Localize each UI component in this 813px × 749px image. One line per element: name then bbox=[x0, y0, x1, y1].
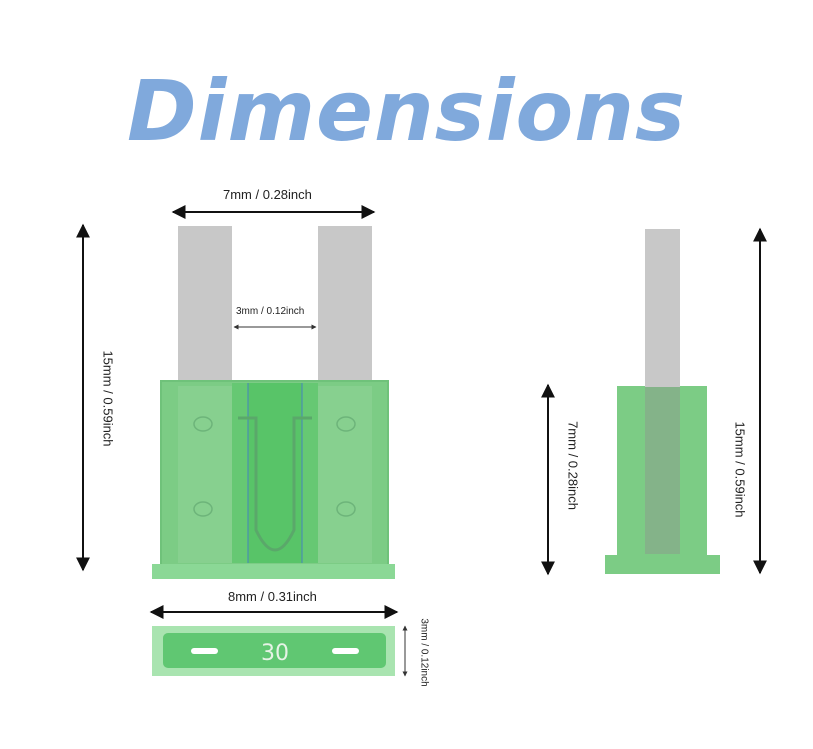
fuse-inner-panel bbox=[232, 383, 248, 563]
side-terminal bbox=[645, 229, 680, 387]
thickness-label: 3mm / 0.12inch bbox=[418, 618, 430, 687]
terminal-shadow bbox=[178, 386, 232, 563]
right-terminal bbox=[318, 226, 372, 386]
fuse-rating: 30 bbox=[261, 641, 289, 666]
terminal-shadow bbox=[318, 386, 372, 563]
bottom-width-label: 8mm / 0.31inch bbox=[228, 589, 317, 604]
fuse-base bbox=[152, 564, 395, 579]
side-terminal-inside bbox=[645, 387, 680, 554]
page-title: Dimensions bbox=[126, 62, 687, 160]
terminal-hole bbox=[193, 501, 213, 517]
top-width-label: 7mm / 0.28inch bbox=[223, 187, 312, 202]
side-view bbox=[541, 227, 767, 576]
fuse-inner-panel bbox=[302, 383, 318, 563]
slot-right bbox=[332, 648, 359, 654]
top-view bbox=[152, 625, 408, 677]
terminal-hole bbox=[193, 416, 213, 432]
fuse-element bbox=[238, 416, 312, 552]
slot-left bbox=[191, 648, 218, 654]
side-height-label: 15mm / 0.59inch bbox=[732, 421, 748, 518]
left-terminal bbox=[178, 226, 232, 386]
terminal-hole bbox=[336, 416, 356, 432]
top-view-inner bbox=[163, 633, 386, 668]
terminal-hole bbox=[336, 501, 356, 517]
side-body-height-label: 7mm / 0.28inch bbox=[565, 421, 581, 510]
side-base bbox=[605, 555, 720, 574]
front-view bbox=[76, 205, 399, 619]
gap-label: 3mm / 0.12inch bbox=[236, 306, 305, 317]
height-label: 15mm / 0.59inch bbox=[100, 350, 116, 447]
